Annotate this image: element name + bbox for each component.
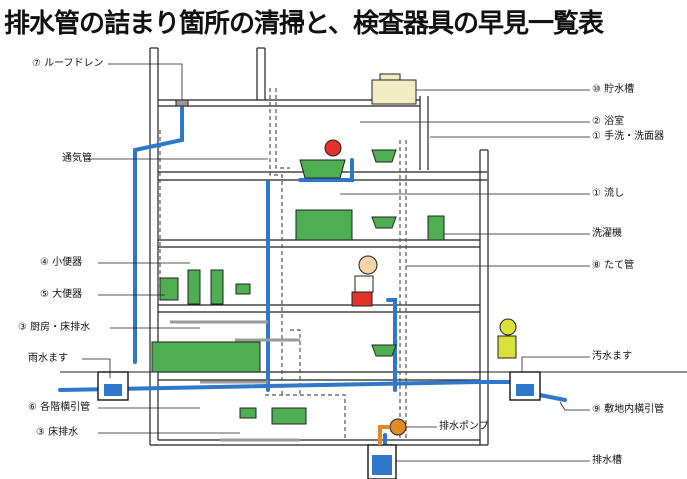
person-in-bath	[324, 139, 342, 157]
label-toilet: ⑤ 大便器	[40, 289, 83, 300]
label-site-branch: ⑨ 敷地内横引管	[592, 404, 665, 415]
label-sink: ① 流し	[592, 188, 625, 199]
building-frame	[149, 47, 489, 446]
label-vent-pipe: 通気管	[62, 153, 92, 164]
person-at-washbasin	[351, 255, 378, 307]
washing-machine-icon	[427, 215, 445, 241]
toilet-fixtures	[159, 269, 307, 425]
label-urinal: ④ 小便器	[40, 257, 83, 268]
water-tank-icon	[371, 73, 417, 105]
roof-drain-icon	[175, 99, 189, 107]
label-rainwater-basin: 雨水ます	[28, 353, 68, 364]
label-roof-drain: ⑦ ルーフドレン	[32, 58, 104, 69]
label-water-tank: ⑩ 貯水槽	[592, 84, 635, 95]
page-title: 排水管の詰まり箇所の清掃と、検査器具の早見一覧表	[4, 9, 604, 39]
label-washbasin: ① 手洗・洗面器	[592, 131, 665, 142]
label-washing-machine: 洗濯機	[592, 228, 622, 239]
drain-pump-icon	[378, 418, 407, 445]
vent-pipes	[159, 88, 407, 440]
label-floor-drain: ③ 床排水	[36, 427, 79, 438]
label-drain-tank: 排水槽	[592, 455, 622, 466]
label-drain-pump: 排水ポンプ	[439, 421, 489, 432]
washbasin-icons	[371, 149, 397, 357]
label-sewage-basin: 汚水ます	[592, 351, 632, 362]
label-floor-branch: ⑥ 各階横引管	[28, 402, 91, 413]
sewage-basin-icon	[509, 371, 541, 401]
worker-person	[497, 318, 517, 359]
label-bathroom: ② 浴室	[592, 116, 625, 127]
bathtub-icon	[299, 159, 346, 179]
rainwater-basin-icon	[97, 371, 129, 401]
leader-lines	[82, 63, 590, 462]
drainage-tank-icon	[367, 444, 397, 479]
branch-pipes	[170, 320, 300, 442]
label-kitchen-drain: ③ 厨房・床排水	[18, 322, 91, 333]
kitchen-counters	[151, 209, 353, 373]
label-stack: ⑧ たて管	[592, 260, 635, 271]
